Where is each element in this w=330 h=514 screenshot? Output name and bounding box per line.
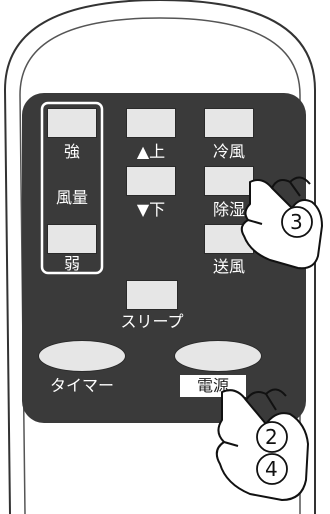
step-4-number: 4: [265, 457, 278, 481]
strong-key[interactable]: [47, 108, 97, 138]
step-2-circle: [256, 421, 288, 453]
down-label: ▼下: [136, 200, 166, 219]
up-label: ▲上: [136, 142, 166, 161]
cool-key[interactable]: [204, 108, 254, 138]
air-volume-frame: [40, 101, 104, 275]
strong-label: 強: [63, 142, 80, 161]
dehumidify-label: 除湿: [212, 200, 245, 219]
step-4-circle: [256, 453, 288, 485]
sleep-label: スリープ: [120, 312, 184, 331]
fan-label: 送風: [212, 257, 245, 276]
dehumidify-key[interactable]: [204, 166, 254, 196]
weak-label: 弱: [63, 254, 80, 273]
air-volume-label: 風量: [55, 188, 88, 207]
cool-label: 冷風: [212, 142, 245, 161]
up-key[interactable]: [126, 108, 176, 138]
weak-key[interactable]: [47, 224, 97, 254]
step-3-number: 3: [290, 210, 303, 234]
sleep-key[interactable]: [126, 280, 178, 310]
step-3-circle: [281, 206, 313, 238]
down-key[interactable]: [126, 166, 176, 196]
step-2-number: 2: [265, 425, 278, 449]
timer-key[interactable]: [38, 340, 126, 372]
power-key[interactable]: [174, 340, 262, 372]
power-label: 電源: [196, 376, 229, 395]
timer-label: タイマー: [49, 376, 114, 395]
